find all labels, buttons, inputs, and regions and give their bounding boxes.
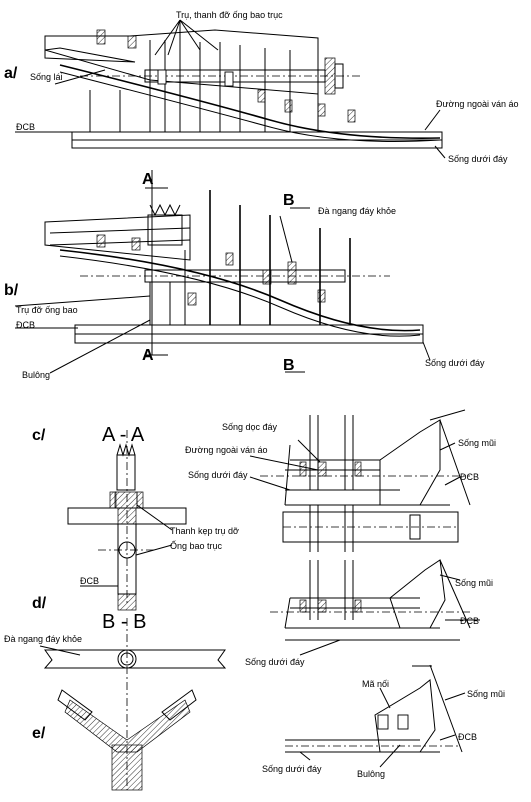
label-song-lai: Sống lái	[30, 72, 63, 82]
panel-c-right: Sống dọc đáy Đường ngoài ván áo Sống dướ…	[185, 409, 496, 552]
label-song-doc-day: Sống dọc đáy	[222, 422, 278, 432]
label-song-duoi-day-d: Sống dưới đáy	[245, 657, 305, 667]
section-marker-b-top: B	[283, 192, 295, 209]
label-dcb-e: ĐCB	[458, 732, 477, 742]
label-dcb-a: ĐCB	[16, 122, 35, 132]
panel-a-label: a/	[4, 65, 18, 82]
label-song-duoi-day-a: Sống dưới đáy	[448, 154, 508, 164]
label-song-duoi-day-c: Sống dưới đáy	[188, 470, 248, 480]
section-aa: c/ A - A Thanh kẹp trụ dỡ Ống bao trục Đ…	[32, 424, 239, 611]
label-dcb-aa: ĐCB	[80, 576, 99, 586]
label-ong-bao-truc: Ống bao trục	[170, 540, 223, 551]
panel-e-label: e/	[32, 725, 46, 742]
propeller-boss-a	[324, 57, 336, 95]
shaft-circle-bb	[117, 649, 137, 669]
label-song-duoi-day-b: Sống dưới đáy	[425, 358, 485, 368]
label-da-ngang-day-khoe-bb: Đà ngang đáy khỏe	[4, 634, 82, 644]
label-dcb-c: ĐCB	[460, 472, 479, 482]
label-song-mui-e: Sống mũi	[467, 689, 505, 699]
panel-d-label: d/	[32, 595, 47, 612]
keel-curve-b	[59, 249, 421, 332]
stern-hull-a	[44, 29, 319, 95]
strong-floor-hatch	[287, 261, 297, 285]
keel-curve-a	[59, 64, 441, 139]
section-aa-title: A - A	[102, 424, 145, 446]
label-da-ngang-day-khoe-b: Đà ngang đáy khỏe	[318, 206, 396, 216]
panel-a: a/	[4, 10, 518, 164]
label-song-mui-d: Sống mũi	[455, 578, 493, 588]
label-duong-ngoai-van-ao-a: Đường ngoài ván áo	[436, 99, 518, 109]
label-dcb-d: ĐCB	[460, 616, 479, 626]
label-ma-noi: Mã nối	[362, 679, 389, 689]
panel-d: d/ Sống mũi ĐCB Sống dưới đáy	[32, 559, 493, 667]
label-tru-do-ong-bao: Trụ đỡ ống bao	[16, 305, 78, 315]
panel-e: e/ Mã nối Sống mũi ĐCB Sống dưới đáy Bul…	[32, 664, 505, 791]
panel-b: b/	[4, 170, 485, 380]
section-marker-a-top: A	[142, 171, 154, 188]
strong-floor-plate	[43, 649, 227, 669]
label-tru-thanh-do: Trụ, thanh đỡ ống bao trục	[176, 10, 283, 20]
label-duong-ngoai-van-ao-c: Đường ngoài ván áo	[185, 445, 267, 455]
label-thanh-kep: Thanh kẹp trụ dỡ	[170, 526, 239, 536]
section-bb: B - B Đà ngang đáy khỏe	[4, 611, 227, 790]
panel-c-label: c/	[32, 427, 46, 444]
label-bulong-e: Bulông	[357, 769, 385, 779]
label-dcb-b: ĐCB	[16, 320, 35, 330]
label-bulong-b: Bulông	[22, 370, 50, 380]
section-marker-b-bottom: B	[283, 357, 295, 374]
label-song-duoi-day-e: Sống dưới đáy	[262, 764, 322, 774]
section-marker-a-bottom: A	[142, 347, 154, 364]
section-bb-title: B - B	[102, 611, 146, 633]
v-bottom-section	[64, 699, 191, 753]
label-song-mui-c: Sống mũi	[458, 438, 496, 448]
stern-hull-b	[44, 214, 191, 261]
keel-block-e	[111, 744, 143, 791]
panel-b-label: b/	[4, 282, 19, 299]
